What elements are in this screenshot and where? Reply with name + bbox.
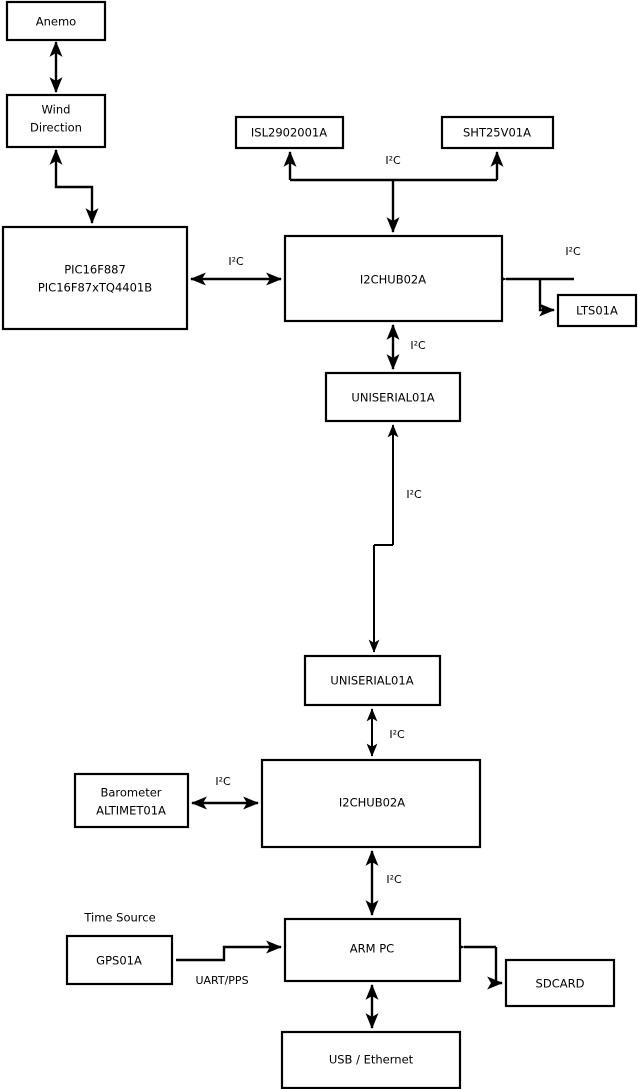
node-uniserial01a-top-label: UNISERIAL01A <box>351 391 434 405</box>
edge-label-uniserial-link: I²C <box>406 488 422 501</box>
node-uniserial01a-bottom-box <box>303 654 442 707</box>
edge-label-hub-lts: I²C <box>565 245 581 258</box>
node-isl2902001a[interactable]: ISL2902001A <box>234 115 345 150</box>
edge-wind-pic <box>49 149 99 224</box>
node-arm-pc-label: ARM PC <box>350 942 394 956</box>
node-isl2902001a-label: ISL2902001A <box>251 126 327 140</box>
edge-label-pic-hub: I²C <box>228 255 244 268</box>
edge-hubtop-lts-out <box>538 279 555 317</box>
node-anemo-box <box>5 0 107 42</box>
edge-label-uniserial-hub2: I²C <box>389 728 405 741</box>
node-wind-direction[interactable]: Wind Direction <box>5 93 107 149</box>
node-anemo[interactable]: Anemo <box>5 0 107 42</box>
node-uniserial01a-top-box <box>324 371 462 423</box>
node-lts01a-label: LTS01A <box>576 304 618 318</box>
node-barometer-label-line1: Barometer <box>100 786 161 800</box>
node-sdcard[interactable]: SDCARD <box>504 958 616 1008</box>
node-wind-direction-label-line2: Direction <box>30 121 82 135</box>
node-i2chub02a-top-box <box>283 234 504 323</box>
node-usb-ethernet-box <box>280 1030 462 1089</box>
node-anemo-label: Anemo <box>36 15 76 29</box>
node-i2chub02a-bottom-label: I2CHUB02A <box>339 796 405 810</box>
node-sdcard-box <box>504 958 616 1008</box>
node-i2chub02a-bottom-box <box>260 758 482 849</box>
edge-armpc-sdcard-out <box>487 947 503 990</box>
node-i2chub02a-top-label: I2CHUB02A <box>360 273 426 287</box>
node-sht25v01a[interactable]: SHT25V01A <box>440 115 555 150</box>
node-lts01a-box <box>556 293 638 328</box>
node-arm-pc[interactable]: ARM PC <box>283 917 462 983</box>
node-pic-mcu-box <box>1 225 189 331</box>
node-uniserial01a-top[interactable]: UNISERIAL01A <box>324 371 462 423</box>
edge-label-isl-sht-bus: I²C <box>385 154 401 167</box>
node-barometer[interactable]: Barometer ALTIMET01A <box>73 772 190 829</box>
edge-label-hub-armpc: I²C <box>386 873 402 886</box>
node-lts01a[interactable]: LTS01A <box>556 293 638 328</box>
node-usb-ethernet-label: USB / Ethernet <box>329 1053 414 1067</box>
label-time-source: Time Source <box>83 911 155 925</box>
edge-label-gps-armpc: UART/PPS <box>195 974 248 987</box>
node-barometer-box <box>73 772 190 829</box>
node-gps01a[interactable]: GPS01A <box>65 934 174 986</box>
node-gps01a-label: GPS01A <box>96 954 142 968</box>
node-arm-pc-box <box>283 917 462 983</box>
node-barometer-label-line2: ALTIMET01A <box>96 804 166 818</box>
node-i2chub02a-top[interactable]: I2CHUB02A <box>283 234 504 323</box>
node-sht25v01a-label: SHT25V01A <box>463 126 531 140</box>
edge-gps-armpc <box>176 940 282 962</box>
node-uniserial01a-bottom[interactable]: UNISERIAL01A <box>303 654 442 707</box>
node-wind-direction-label-line1: Wind <box>42 103 71 117</box>
node-pic-mcu-label-line1: PIC16F887 <box>64 263 126 277</box>
edge-label-barometer-hub: I²C <box>215 775 231 788</box>
edge-label-hub-uniserial: I²C <box>410 339 426 352</box>
node-pic-mcu-label-line2: PIC16F87xTQ4401B <box>38 281 152 295</box>
node-isl2902001a-box <box>234 115 345 150</box>
node-pic-mcu[interactable]: PIC16F887 PIC16F87xTQ4401B <box>1 225 189 331</box>
node-wind-direction-box <box>5 93 107 149</box>
node-sdcard-label: SDCARD <box>536 977 585 991</box>
node-gps01a-box <box>65 934 174 986</box>
node-i2chub02a-bottom[interactable]: I2CHUB02A <box>260 758 482 849</box>
node-uniserial01a-bottom-label: UNISERIAL01A <box>330 674 413 688</box>
node-sht25v01a-box <box>440 115 555 150</box>
node-usb-ethernet[interactable]: USB / Ethernet <box>280 1030 462 1089</box>
